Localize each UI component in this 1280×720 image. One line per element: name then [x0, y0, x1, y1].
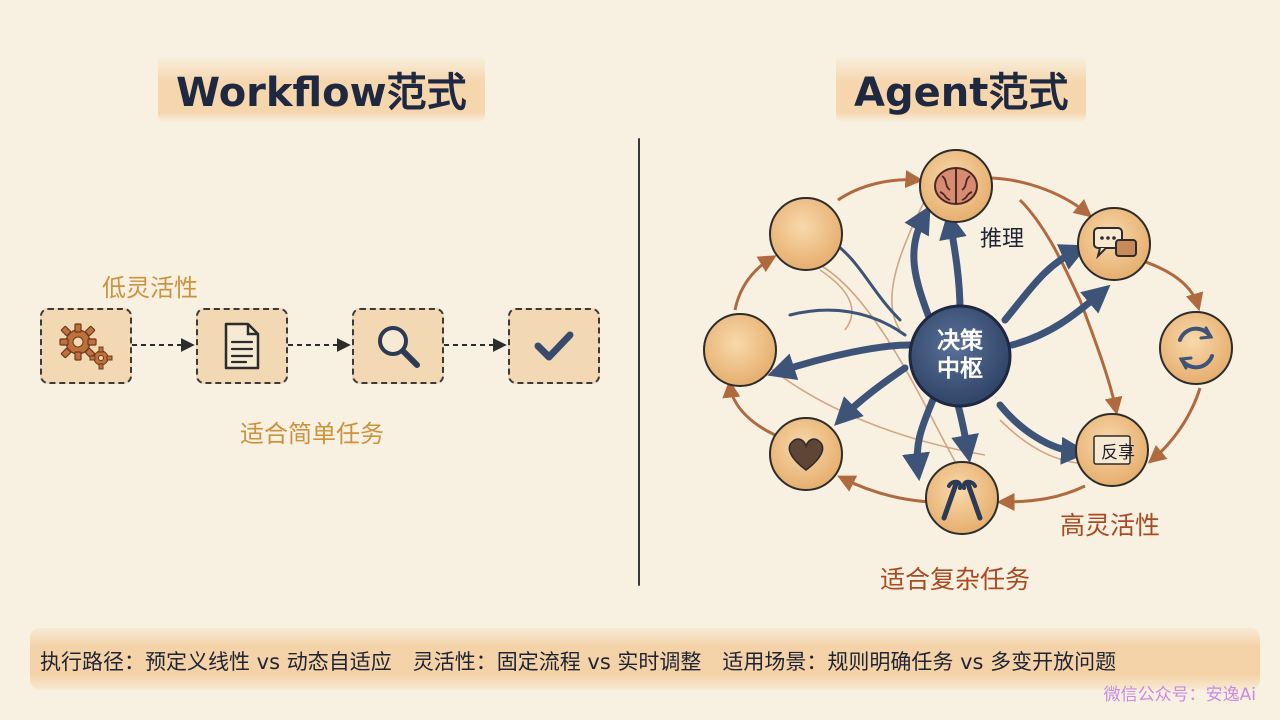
checkmark-icon [534, 331, 574, 361]
hub-text-line1: 决策 [937, 327, 984, 354]
workflow-step-document [196, 308, 288, 384]
agent-node-tools [925, 461, 999, 535]
reasoning-label: 推理 [980, 227, 1024, 252]
workflow-step-done [508, 308, 600, 384]
exec-node-text: 反享 [1101, 443, 1135, 463]
workflow-arrows [132, 338, 507, 352]
outer-flow-arrows [722, 170, 1204, 511]
workflow-simple-task-label: 适合简单任务 [240, 420, 384, 448]
summary-text: 执行路径：预定义线性 vs 动态自适应 灵活性：固定流程 vs 实时调整 适用场… [40, 650, 1117, 674]
agent-node-blank-left [703, 313, 777, 387]
hub-arrows [767, 205, 1111, 482]
agent-high-flexibility-label: 高灵活性 [1060, 511, 1161, 540]
decision-hub: 决策 中枢 [908, 304, 1012, 408]
cycle-icon [1178, 326, 1214, 370]
magnifier-icon [378, 326, 420, 368]
chat-icon [1093, 227, 1137, 260]
heart-icon [788, 438, 824, 471]
agent-node-heart [769, 417, 843, 491]
agent-diagram: 反享 决策 中枢 推理 [703, 149, 1233, 535]
summary-banner [30, 628, 1260, 690]
agent-node-blank-top [769, 197, 843, 271]
agent-node-chat [1077, 207, 1151, 281]
document-icon [224, 322, 260, 370]
exec-icon [1093, 435, 1131, 465]
gears-icon [59, 323, 113, 370]
agent-title: Agent范式 [836, 56, 1087, 122]
watermark: 微信公众号：安逸Ai [1103, 685, 1256, 705]
workflow-step-config [40, 308, 132, 384]
brain-icon [934, 167, 978, 205]
agent-node-exec: 反享 [1075, 413, 1149, 487]
workflow-step-search [352, 308, 444, 384]
agent-node-cycle [1159, 311, 1233, 385]
hub-text-line2: 中枢 [937, 356, 983, 382]
workflow-title: Workflow范式 [158, 56, 485, 122]
section-divider [638, 138, 640, 586]
workflow-low-flexibility-label: 低灵活性 [102, 274, 198, 302]
agent-complex-task-label: 适合复杂任务 [880, 565, 1031, 594]
tools-icon [941, 479, 983, 521]
agent-node-brain [919, 149, 993, 223]
